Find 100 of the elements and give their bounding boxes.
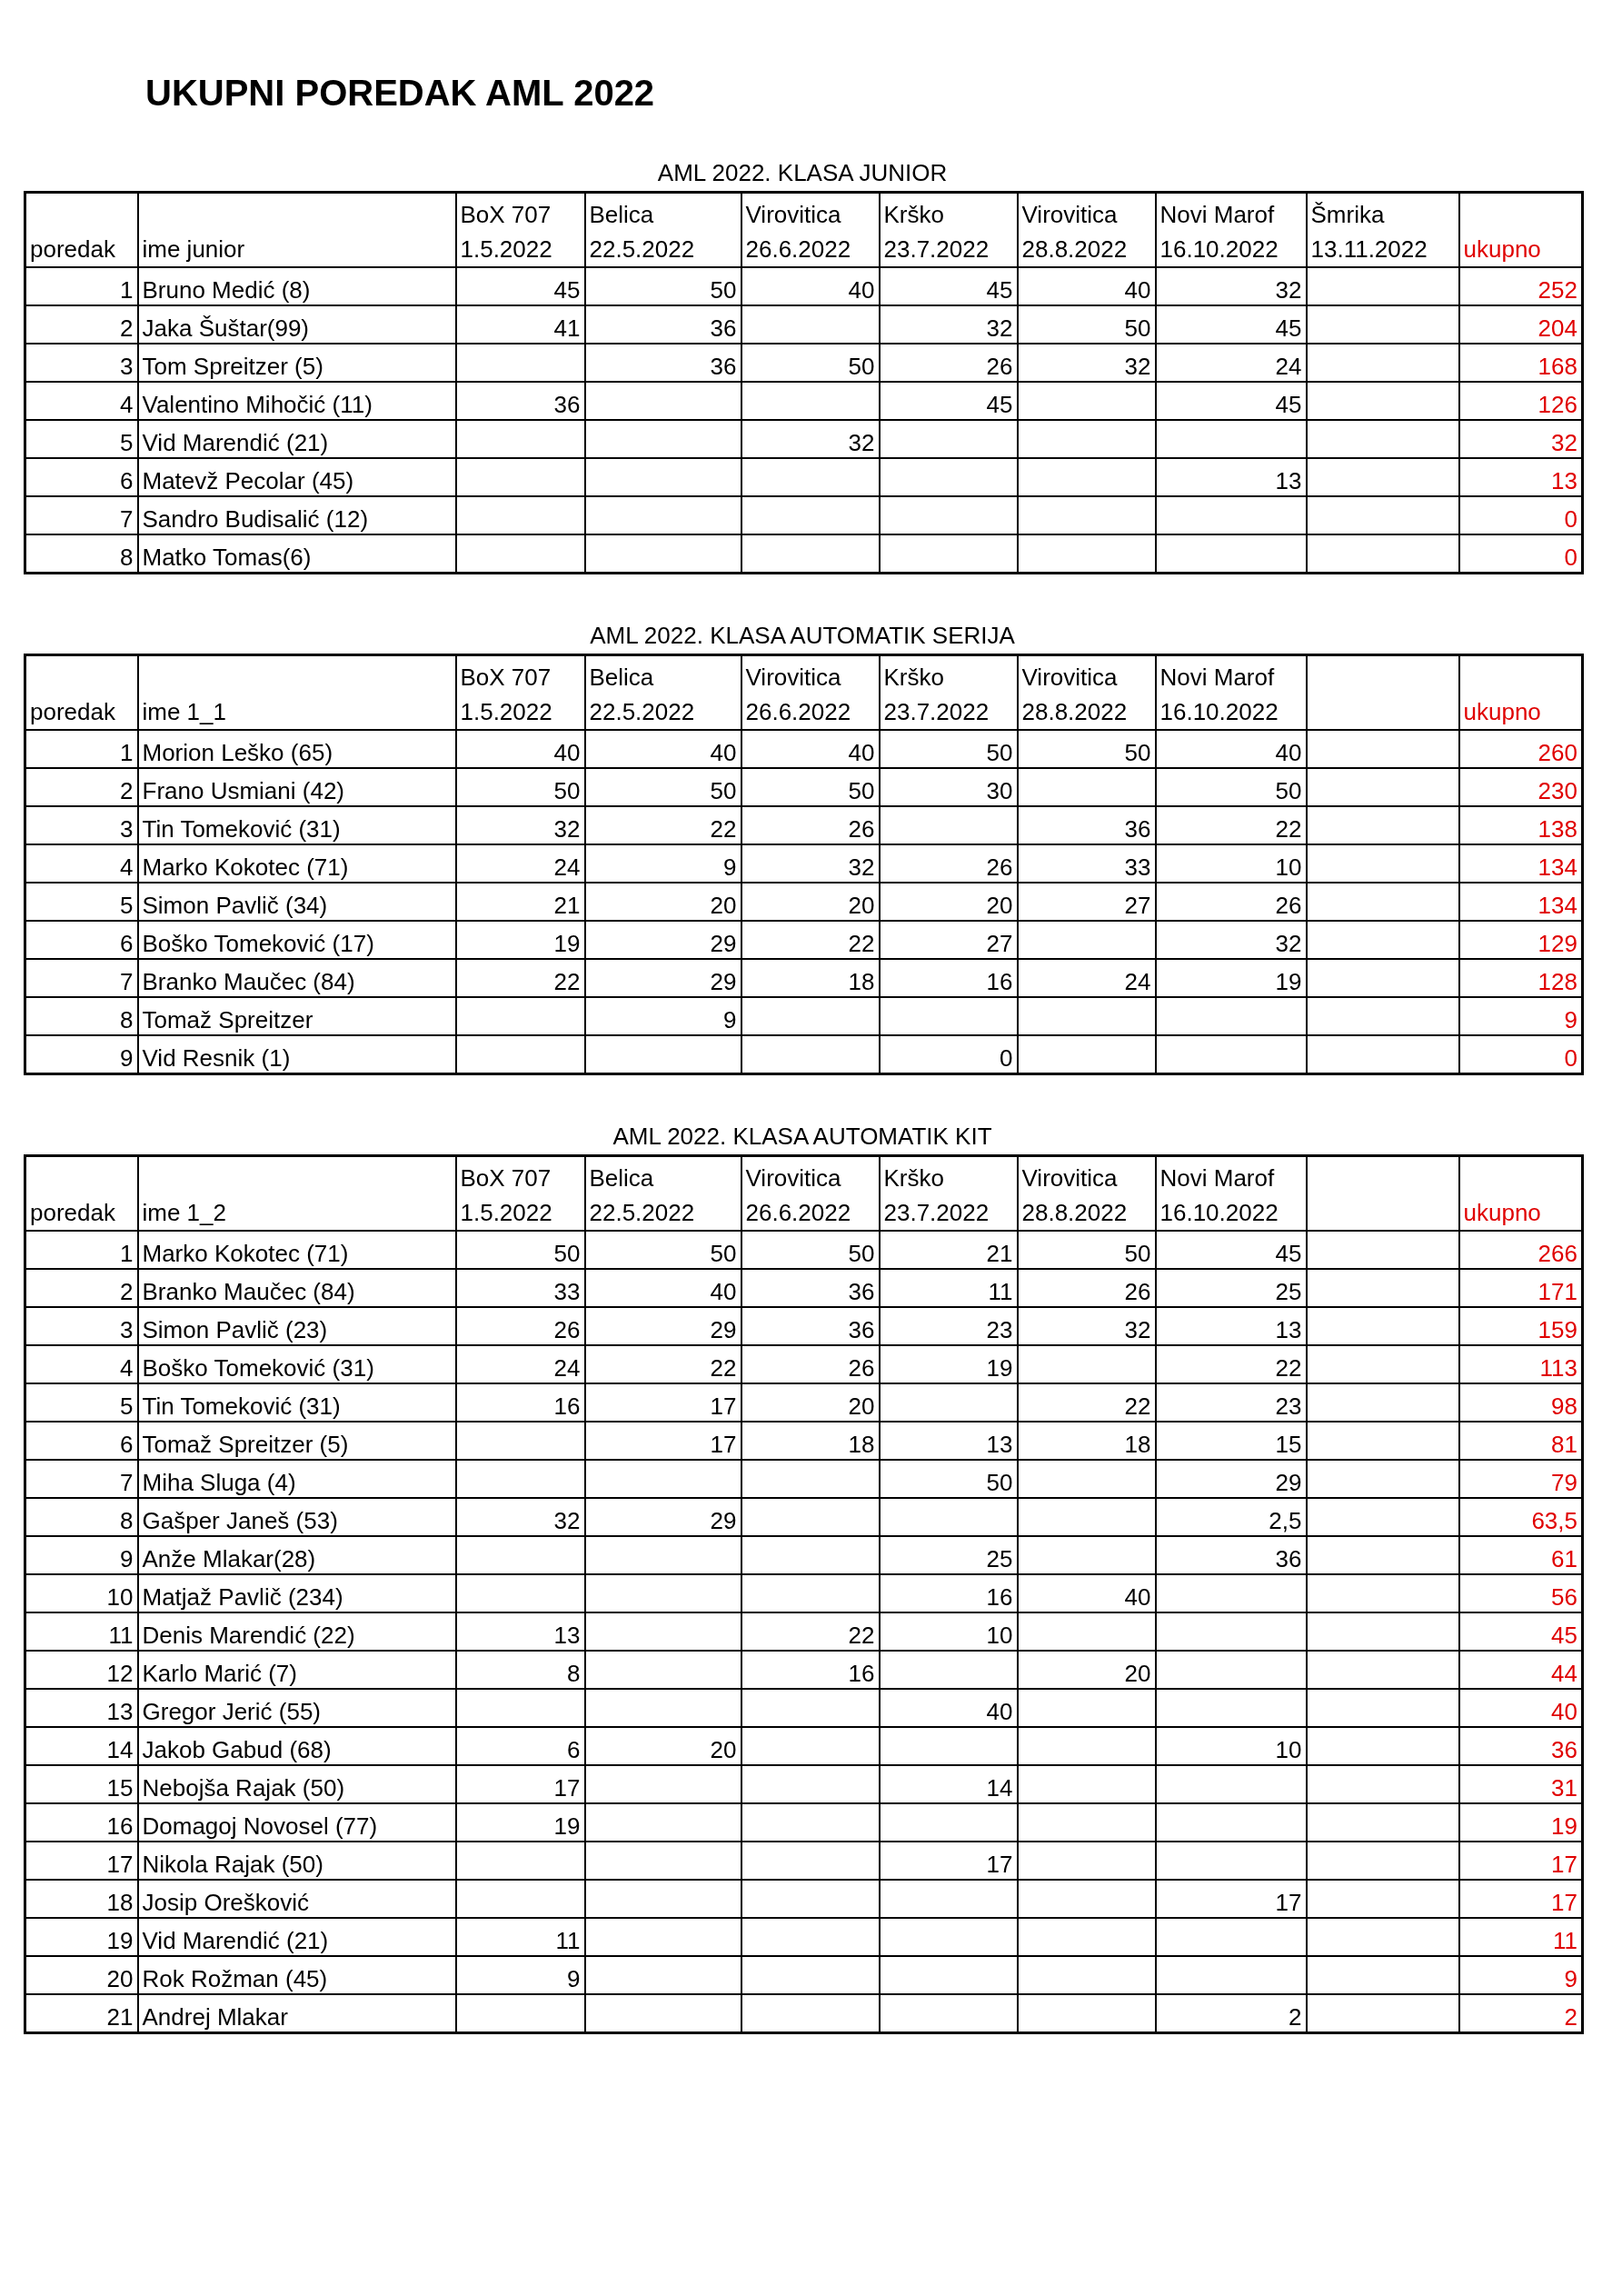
race-date: 1.5.2022: [460, 1198, 552, 1228]
race-points: 23: [986, 1316, 1013, 1344]
race-points: 9: [723, 1006, 737, 1034]
rank-number: 4: [120, 391, 134, 419]
rank-number: 6: [120, 930, 134, 958]
rank-number: 21: [106, 2003, 134, 2031]
race-points: 36: [848, 1278, 875, 1306]
race-points: 50: [1275, 777, 1302, 805]
race-points: 20: [986, 892, 1013, 920]
race-date: 13.11.2022: [1310, 235, 1428, 265]
race-date: 16.10.2022: [1159, 697, 1279, 727]
race-points: 36: [553, 391, 581, 419]
column-header: ime 1_1: [142, 697, 226, 727]
race-points: 40: [848, 739, 875, 767]
total-points: 138: [1537, 815, 1577, 844]
rank-number: 10: [106, 1583, 134, 1612]
race-points: 29: [710, 968, 737, 996]
race-points: 50: [986, 739, 1013, 767]
race-points: 32: [848, 854, 875, 882]
rank-number: 17: [106, 1851, 134, 1879]
race-points: 40: [710, 739, 737, 767]
competitor-name: Bruno Medić (8): [142, 276, 311, 304]
rank-number: 13: [106, 1698, 134, 1726]
race-points: 29: [710, 1507, 737, 1535]
competitor-name: Tin Tomeković (31): [142, 1393, 341, 1421]
competitor-name: Boško Tomeković (17): [142, 930, 374, 958]
race-points: 32: [1124, 1316, 1151, 1344]
total-points: 134: [1537, 892, 1577, 920]
total-points: 168: [1537, 353, 1577, 381]
total-points: 36: [1551, 1736, 1577, 1764]
competitor-name: Miha Sluga (4): [142, 1469, 296, 1497]
total-points: 230: [1537, 777, 1577, 805]
race-points: 9: [567, 1965, 581, 1993]
race-date: 23.7.2022: [883, 1198, 990, 1228]
race-points: 18: [1124, 1431, 1151, 1459]
race-points: 22: [848, 930, 875, 958]
race-points: 20: [1124, 1660, 1151, 1688]
race-points: 11: [555, 1927, 581, 1955]
total-points: 17: [1551, 1889, 1577, 1917]
race-points: 20: [848, 892, 875, 920]
race-points: 22: [710, 1354, 737, 1383]
race-points: 26: [1124, 1278, 1151, 1306]
rank-number: 19: [106, 1927, 134, 1955]
rank-number: 18: [106, 1889, 134, 1917]
rank-number: 1: [120, 276, 134, 304]
race-points: 50: [553, 1240, 581, 1268]
total-points: 204: [1537, 314, 1577, 343]
competitor-name: Branko Maučec (84): [142, 968, 355, 996]
venue-name: Virovitica: [745, 200, 841, 230]
competitor-name: Matjaž Pavlič (234): [142, 1583, 343, 1612]
competitor-name: Gašper Janeš (53): [142, 1507, 338, 1535]
rank-number: 5: [120, 892, 134, 920]
rank-number: 2: [120, 777, 134, 805]
venue-name: Novi Marof: [1159, 1163, 1275, 1193]
race-points: 16: [848, 1660, 875, 1688]
rank-number: 8: [120, 1507, 134, 1535]
total-points: 81: [1551, 1431, 1577, 1459]
race-points: 13: [1275, 467, 1302, 495]
race-points: 6: [567, 1736, 581, 1764]
rank-number: 5: [120, 429, 134, 457]
race-points: 32: [553, 1507, 581, 1535]
competitor-name: Marko Kokotec (71): [142, 854, 349, 882]
venue-name: Virovitica: [1021, 200, 1118, 230]
rank-number: 1: [120, 1240, 134, 1268]
race-date: 26.6.2022: [745, 697, 851, 727]
race-points: 0: [1000, 1044, 1013, 1073]
race-points: 20: [848, 1393, 875, 1421]
race-date: 23.7.2022: [883, 235, 990, 265]
venue-name: BoX 707: [460, 200, 552, 230]
race-points: 32: [848, 429, 875, 457]
competitor-name: Domagoj Novosel (77): [142, 1812, 378, 1841]
rank-number: 7: [120, 968, 134, 996]
race-points: 13: [1275, 1316, 1302, 1344]
race-date: 28.8.2022: [1021, 1198, 1128, 1228]
race-points: 10: [1275, 854, 1302, 882]
race-points: 45: [1275, 314, 1302, 343]
competitor-name: Boško Tomeković (31): [142, 1354, 374, 1383]
race-points: 26: [1275, 892, 1302, 920]
rank-number: 7: [120, 1469, 134, 1497]
race-points: 24: [553, 1354, 581, 1383]
race-points: 15: [1275, 1431, 1302, 1459]
venue-name: Novi Marof: [1159, 663, 1275, 693]
race-points: 17: [710, 1431, 737, 1459]
column-header: poredak: [30, 235, 115, 265]
total-points: 266: [1537, 1240, 1577, 1268]
race-points: 16: [986, 968, 1013, 996]
total-points: 260: [1537, 739, 1577, 767]
table-title: AML 2022. KLASA AUTOMATIK SERIJA: [590, 622, 1015, 650]
competitor-name: Gregor Jerić (55): [142, 1698, 321, 1726]
rank-number: 4: [120, 1354, 134, 1383]
total-points: 61: [1551, 1545, 1577, 1573]
rank-number: 7: [120, 505, 134, 534]
race-points: 32: [1275, 930, 1302, 958]
race-points: 2: [1289, 2003, 1302, 2031]
race-points: 8: [567, 1660, 581, 1688]
race-points: 22: [1275, 815, 1302, 844]
race-points: 50: [710, 1240, 737, 1268]
competitor-name: Tom Spreitzer (5): [142, 353, 323, 381]
total-points: 31: [1551, 1774, 1577, 1802]
venue-name: Virovitica: [1021, 1163, 1118, 1193]
